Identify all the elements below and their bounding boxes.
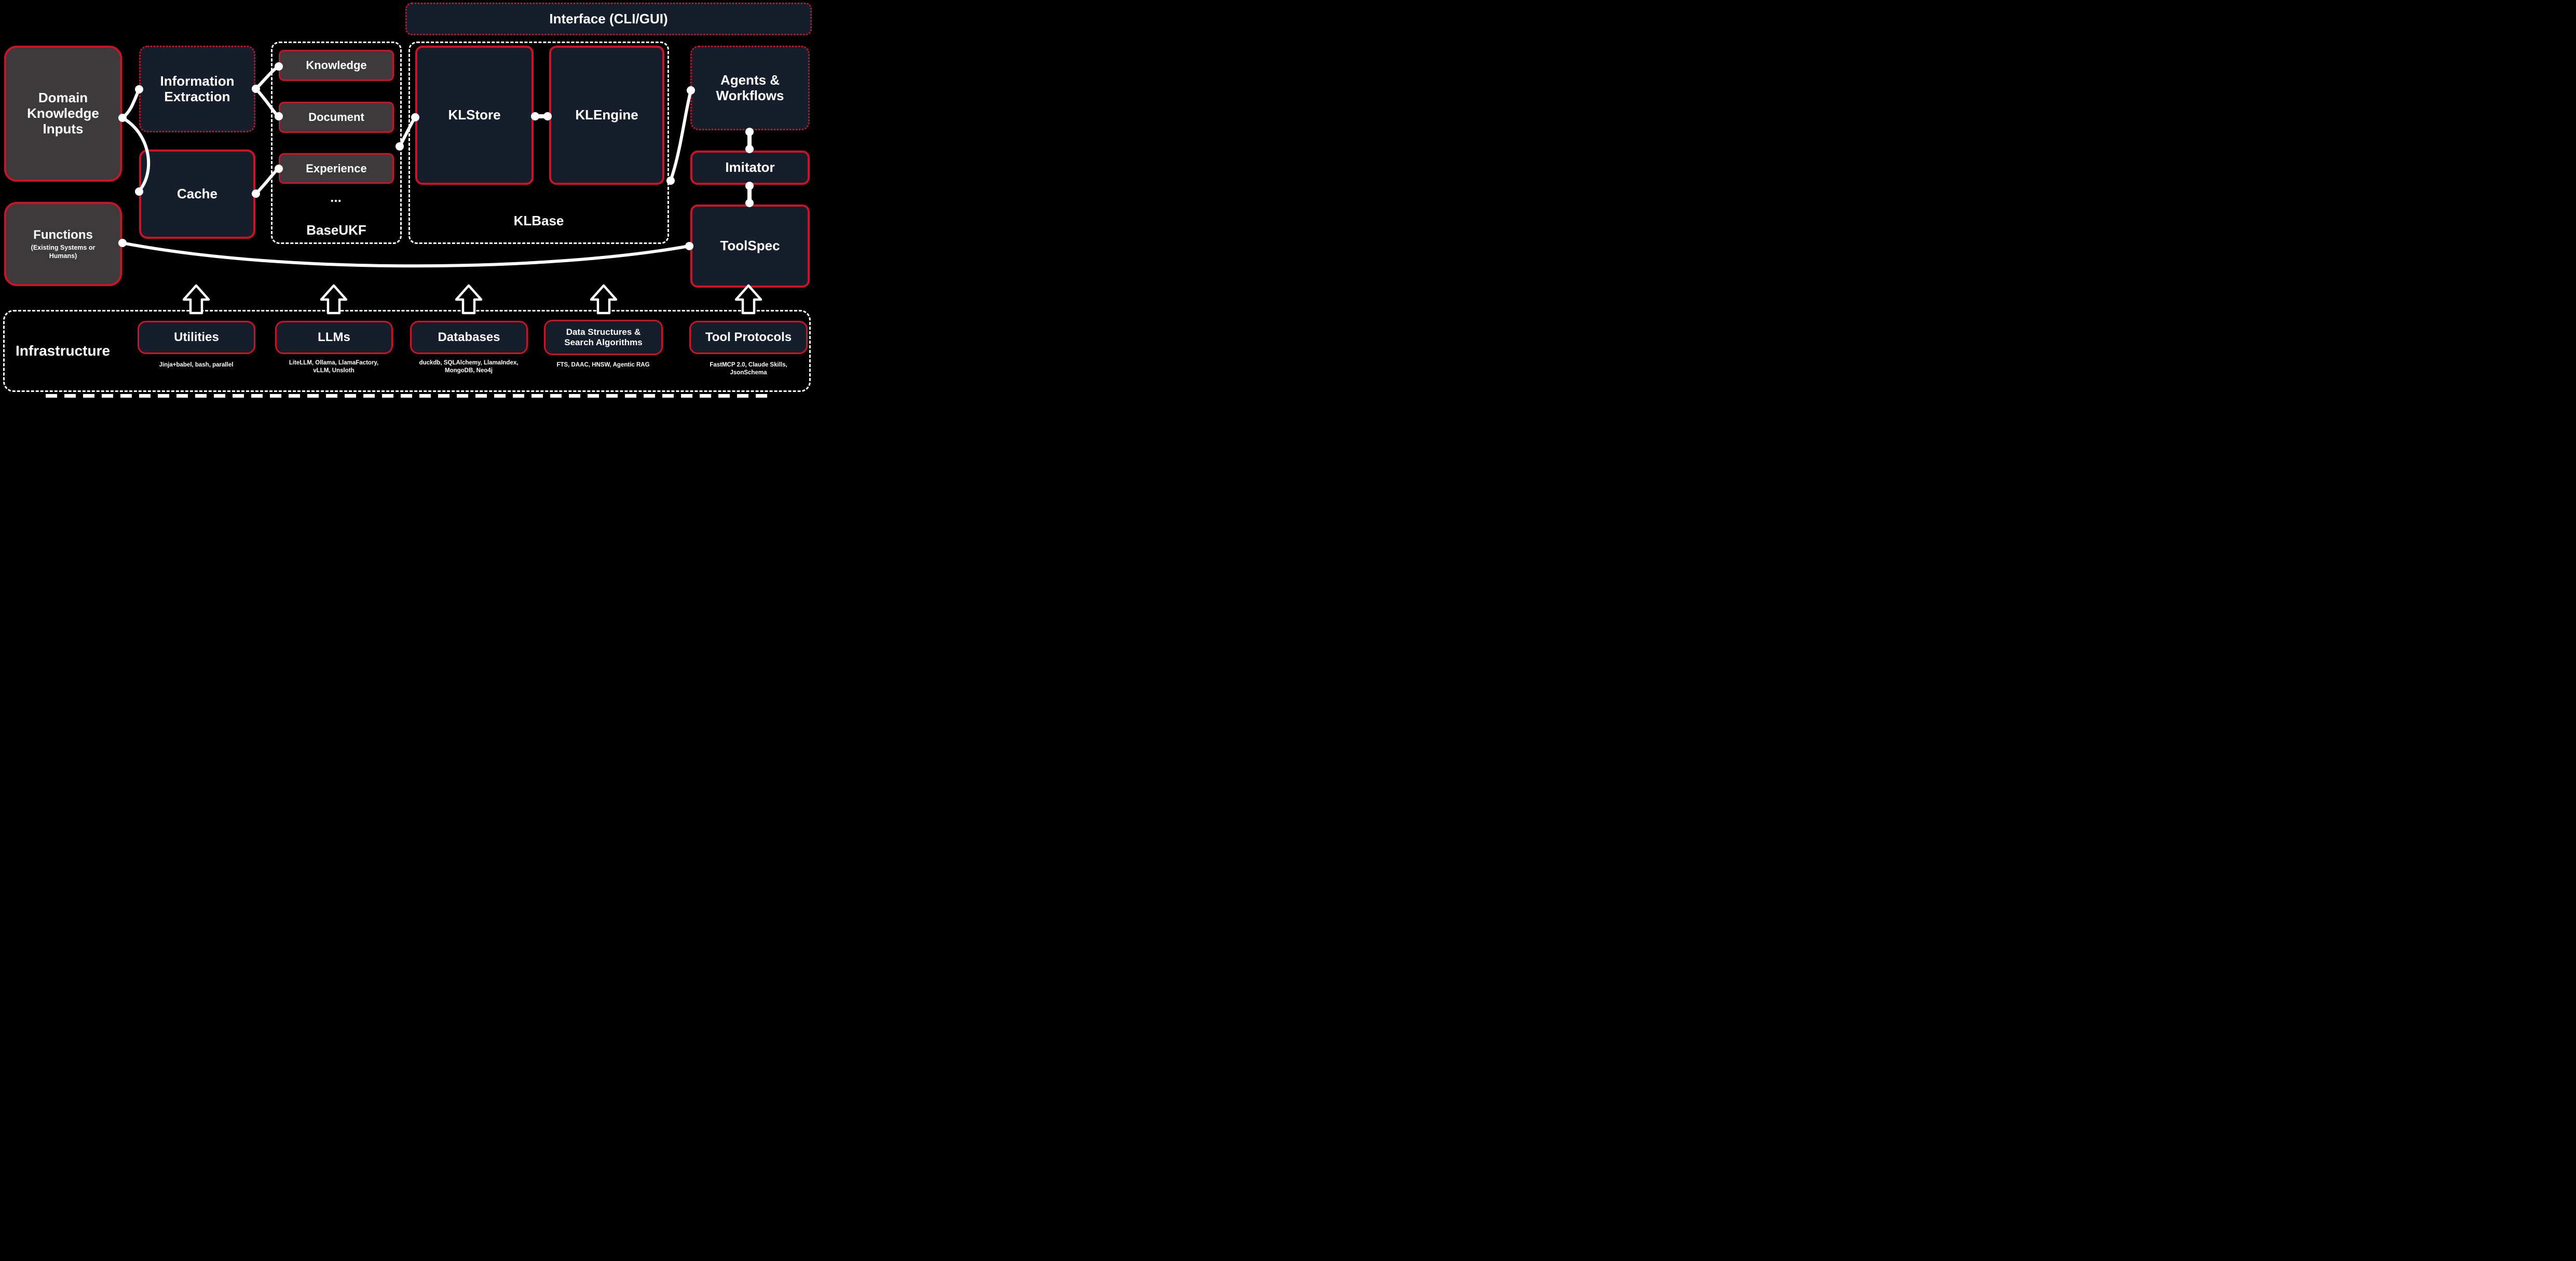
- knowledge-label: Knowledge: [306, 59, 367, 72]
- domain-knowledge-inputs-box: Domain Knowledge Inputs: [4, 46, 122, 182]
- klengine-label: KLEngine: [575, 107, 638, 123]
- functions-box: Functions (Existing Systems or Humans): [4, 202, 122, 286]
- databases-label: Databases: [438, 330, 500, 345]
- experience-box: Experience: [279, 153, 394, 184]
- information-extraction-label: Information Extraction: [160, 73, 235, 104]
- imitator-box: Imitator: [690, 151, 810, 185]
- functions-label: Functions: [33, 227, 93, 242]
- up-arrow-llms: [320, 284, 348, 315]
- agents-workflows-box: Agents & Workflows: [690, 46, 810, 130]
- functions-sublabel: (Existing Systems or Humans): [31, 244, 96, 260]
- utilities-label: Utilities: [174, 330, 219, 345]
- klengine-box: KLEngine: [549, 46, 664, 185]
- toolspec-label: ToolSpec: [720, 238, 780, 254]
- interface-box: Interface (CLI/GUI): [405, 3, 812, 35]
- document-box: Document: [279, 102, 394, 133]
- imitator-label: Imitator: [725, 159, 775, 175]
- interface-label: Interface (CLI/GUI): [549, 10, 668, 26]
- connector-klbase-to-agents: [669, 89, 692, 182]
- data-structures-label: Data Structures & Search Algorithms: [564, 327, 643, 347]
- utilities-box: Utilities: [138, 321, 255, 354]
- infrastructure-up-arrows: [182, 284, 762, 315]
- llms-label: LLMs: [318, 330, 350, 345]
- klstore-box: KLStore: [415, 46, 534, 185]
- klbase-label: KLBase: [513, 213, 564, 228]
- up-arrow-data-structures: [590, 284, 618, 315]
- llms-box: LLMs: [275, 321, 393, 354]
- information-extraction-box: Information Extraction: [139, 46, 255, 132]
- infrastructure-container: [3, 310, 811, 392]
- connector-functions-to-toolspec: [121, 241, 690, 268]
- architecture-diagram: Interface (CLI/GUI) Domain Knowledge Inp…: [0, 0, 814, 398]
- up-arrow-utilities: [182, 284, 210, 315]
- baseukf-label: BaseUKF: [306, 222, 366, 238]
- cache-label: Cache: [176, 186, 218, 202]
- up-arrow-tool-protocols: [734, 284, 762, 315]
- data-structures-box: Data Structures & Search Algorithms: [544, 320, 663, 355]
- up-arrow-databases: [455, 284, 483, 315]
- cache-box: Cache: [139, 150, 255, 239]
- baseukf-ellipsis: •••: [331, 197, 342, 206]
- databases-box: Databases: [410, 321, 528, 354]
- agents-workflows-label: Agents & Workflows: [716, 72, 784, 103]
- tool-protocols-box: Tool Protocols: [689, 321, 808, 354]
- knowledge-box: Knowledge: [279, 50, 394, 81]
- experience-label: Experience: [306, 161, 367, 175]
- document-label: Document: [308, 111, 364, 124]
- klstore-label: KLStore: [448, 107, 501, 123]
- connector-domain-to-extraction: [121, 89, 140, 119]
- bottom-dashed-edge: [46, 394, 768, 398]
- tool-protocols-label: Tool Protocols: [705, 330, 792, 345]
- domain-knowledge-inputs-label: Domain Knowledge Inputs: [27, 90, 99, 137]
- toolspec-box: ToolSpec: [690, 205, 810, 288]
